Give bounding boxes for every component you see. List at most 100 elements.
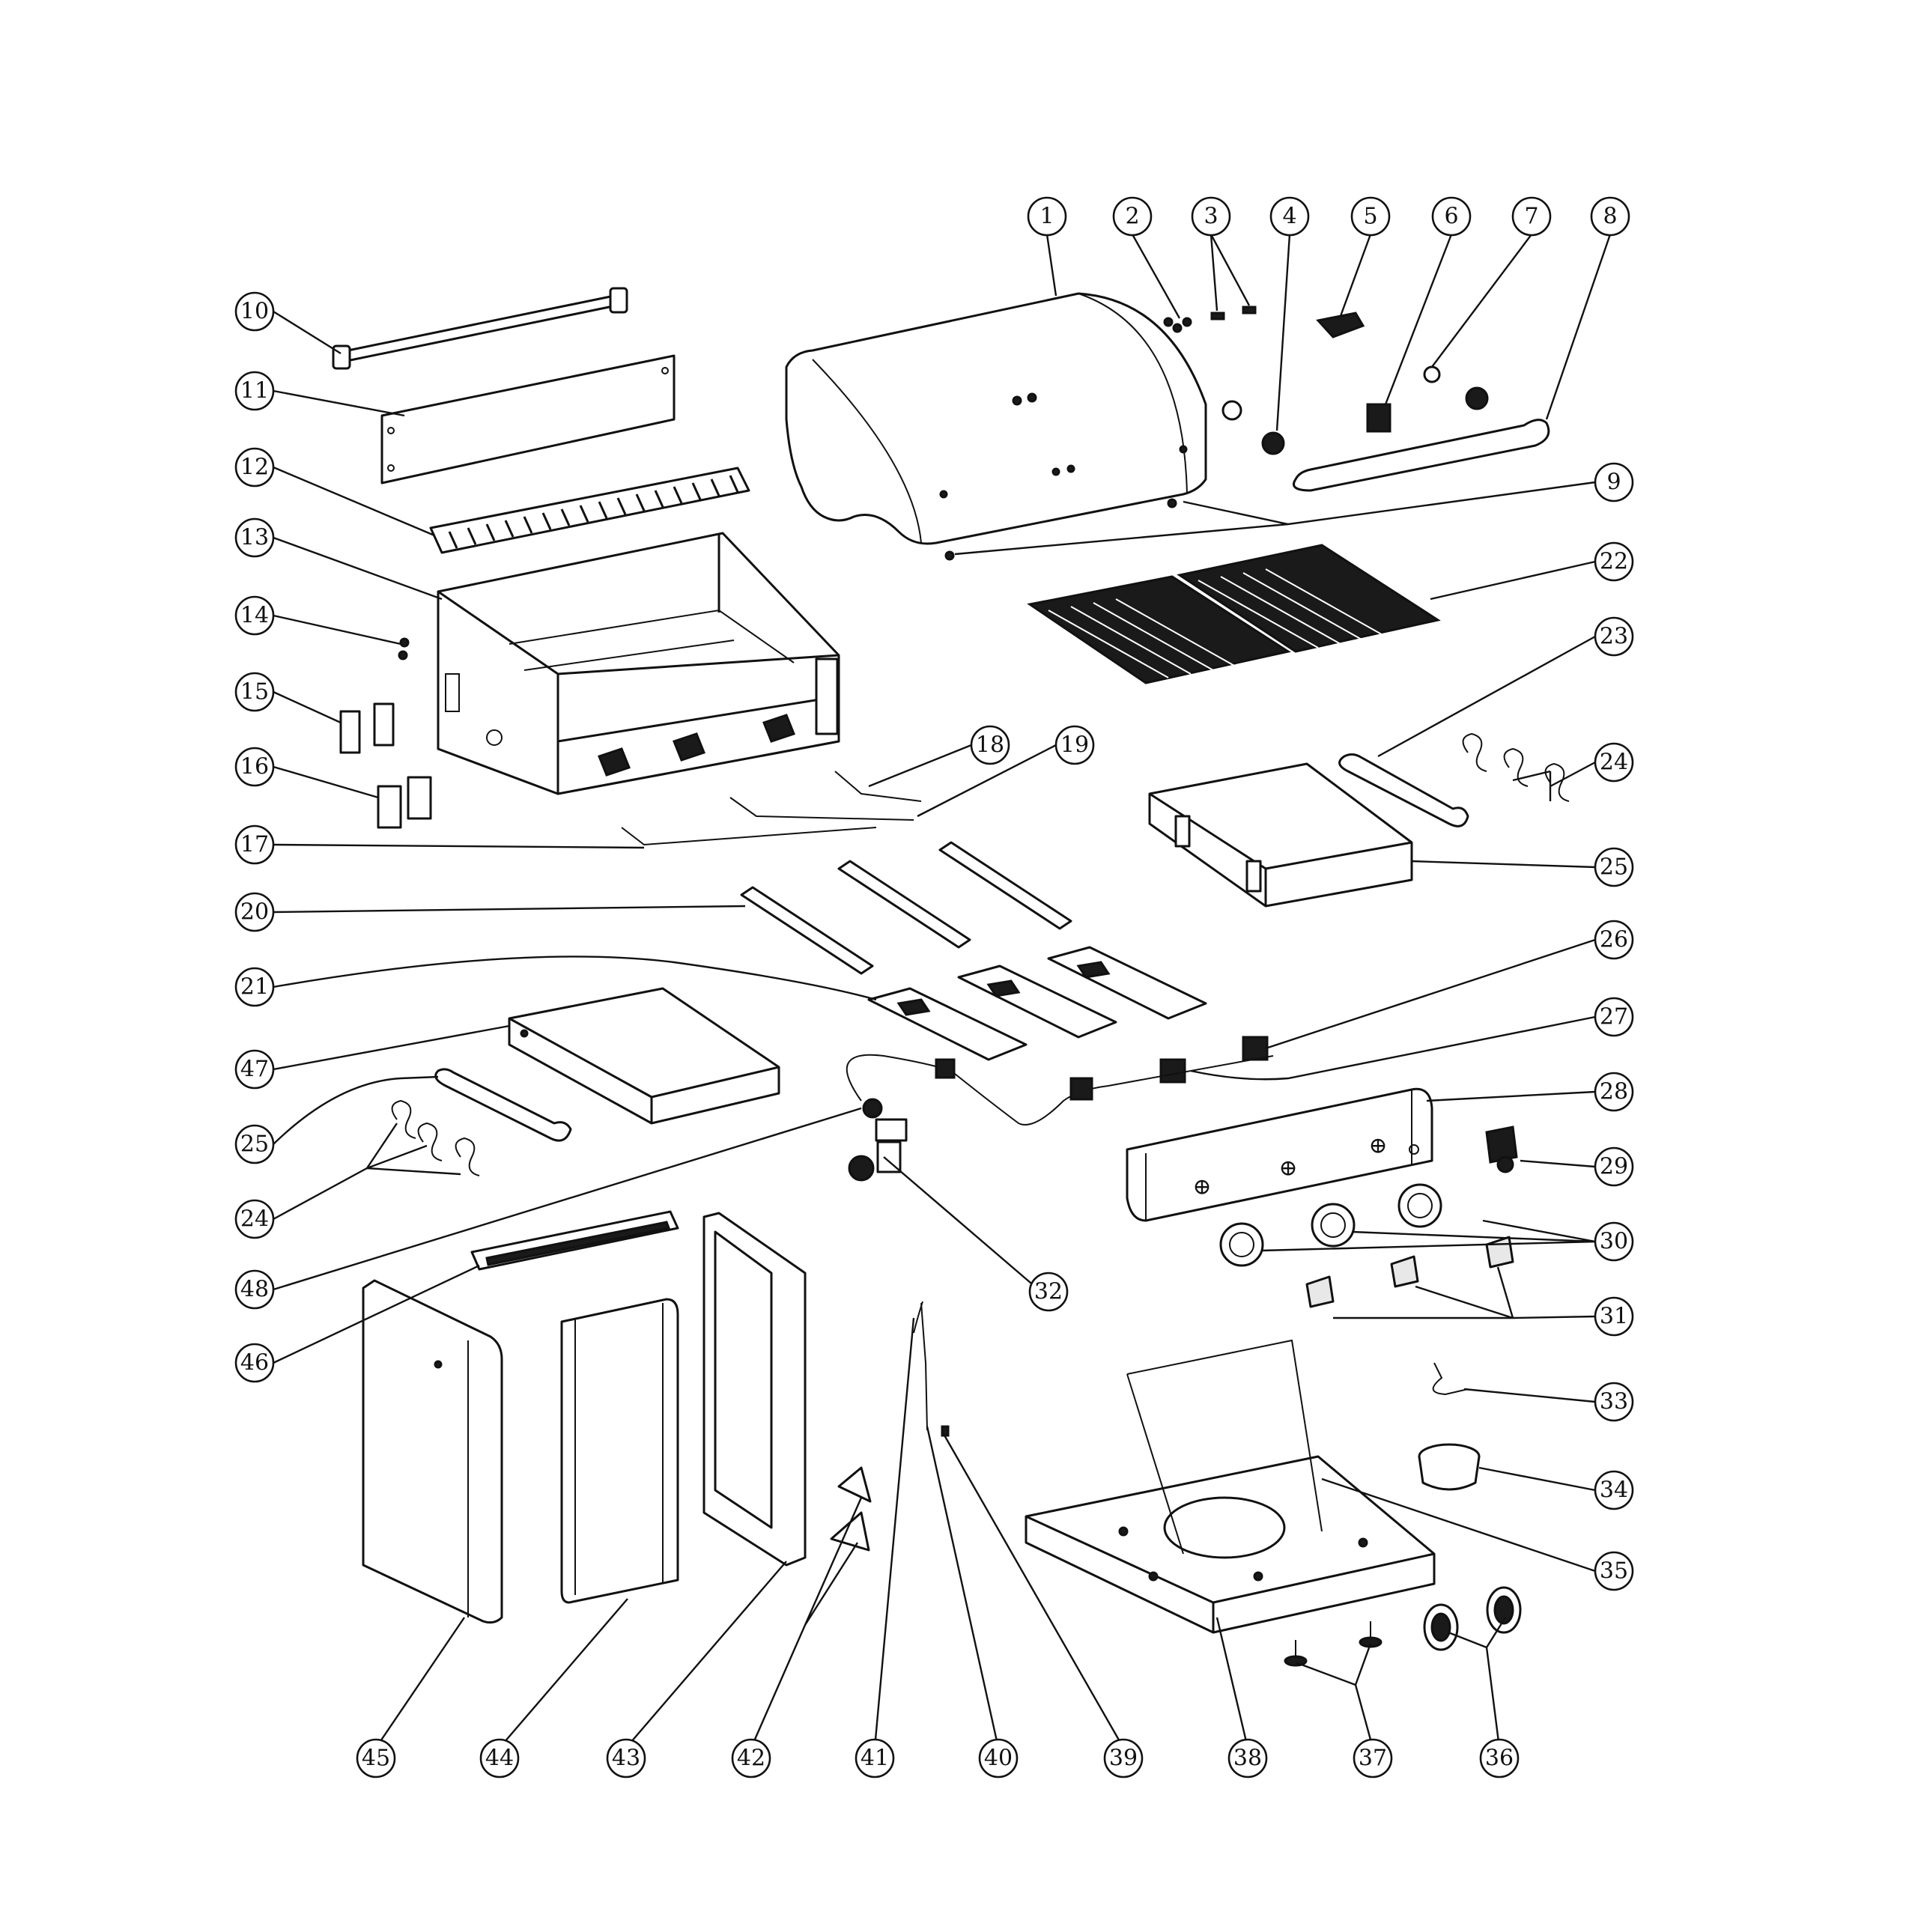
- part-8-lid-handle: [1293, 419, 1550, 492]
- callout-4: 4: [1269, 196, 1310, 237]
- svg-text:42: 42: [737, 1746, 765, 1772]
- svg-text:9: 9: [1606, 470, 1621, 496]
- part-19-crossover-tube: [729, 797, 914, 821]
- part-5-thermometer: [1316, 312, 1365, 338]
- part-40-wire: [920, 1302, 928, 1431]
- svg-text:48: 48: [240, 1277, 269, 1303]
- part-21-flame-tamers: [867, 946, 1207, 1061]
- svg-text:12: 12: [240, 455, 269, 481]
- svg-text:⊕: ⊕: [1192, 1174, 1211, 1200]
- part-10-handle-bar: [332, 287, 628, 370]
- callout-21: 21: [234, 967, 275, 1007]
- svg-text:16: 16: [240, 754, 269, 780]
- svg-text:24: 24: [240, 1206, 269, 1233]
- part-44-cart-door: [560, 1298, 679, 1604]
- part-27-valve: [1159, 1058, 1186, 1084]
- svg-text:32: 32: [1034, 1279, 1063, 1305]
- svg-text:18: 18: [976, 732, 1004, 759]
- part-48-manifold: [846, 1054, 1274, 1142]
- callout-43: 43: [606, 1738, 646, 1778]
- svg-text:⊕: ⊕: [1368, 1133, 1387, 1159]
- callout-48: 48: [234, 1269, 275, 1310]
- svg-text:22: 22: [1600, 549, 1628, 575]
- callout-11: 11: [234, 371, 275, 411]
- callout-26: 26: [1594, 920, 1634, 960]
- leader-lines: [273, 234, 1612, 1749]
- svg-text:25: 25: [1600, 854, 1628, 881]
- callout-10: 10: [234, 291, 275, 332]
- callout-31: 31: [1594, 1296, 1634, 1337]
- part-11-back-panel: [380, 354, 676, 484]
- svg-text:8: 8: [1603, 204, 1617, 230]
- svg-text:34: 34: [1600, 1477, 1628, 1504]
- callout-14: 14: [234, 595, 275, 636]
- svg-text:13: 13: [240, 525, 269, 551]
- part-23-side-handle: [1338, 753, 1469, 827]
- svg-text:11: 11: [240, 378, 269, 404]
- callout-22: 22: [1594, 541, 1634, 582]
- svg-text:43: 43: [612, 1746, 640, 1772]
- callout-38: 38: [1227, 1738, 1268, 1778]
- part-45-cart-back-panel: [362, 1279, 503, 1624]
- svg-text:6: 6: [1444, 204, 1458, 230]
- svg-text:47: 47: [240, 1057, 269, 1083]
- part-42-triangle-brackets: [830, 1466, 872, 1552]
- callout-44: 44: [479, 1738, 520, 1778]
- svg-text:14: 14: [240, 603, 269, 629]
- callout-6: 6: [1431, 196, 1472, 237]
- svg-text:19: 19: [1060, 732, 1089, 759]
- svg-text:38: 38: [1233, 1746, 1262, 1772]
- callout-25-left: 25: [234, 1124, 275, 1164]
- callout-40: 40: [978, 1738, 1019, 1778]
- part-41-wire: [913, 1301, 923, 1334]
- part-38-base-pan: [1025, 1455, 1436, 1634]
- part-36-casters: [1423, 1586, 1522, 1651]
- callout-25-right: 25: [1594, 847, 1634, 887]
- callout-7: 7: [1511, 196, 1552, 237]
- callout-24-left: 24: [234, 1199, 275, 1239]
- part-43-cart-side-frame: [702, 1212, 807, 1567]
- part-13-firebox: [437, 532, 840, 795]
- part-6-badge: [1366, 403, 1391, 433]
- part-22-cooking-grates: [1027, 544, 1441, 684]
- part-3-bolts: [1210, 306, 1257, 321]
- callout-42: 42: [731, 1738, 771, 1778]
- svg-text:2: 2: [1125, 204, 1139, 230]
- callout-5: 5: [1350, 196, 1391, 237]
- callout-16: 16: [234, 747, 275, 787]
- svg-text:36: 36: [1485, 1746, 1514, 1772]
- svg-text:4: 4: [1282, 204, 1296, 230]
- callout-2: 2: [1112, 196, 1153, 237]
- svg-text:27: 27: [1600, 1004, 1628, 1030]
- part-18-crossover-tube: [834, 771, 922, 802]
- svg-text:20: 20: [240, 899, 269, 926]
- svg-text:5: 5: [1363, 204, 1377, 230]
- svg-text:44: 44: [485, 1746, 514, 1772]
- svg-text:30: 30: [1600, 1229, 1628, 1255]
- callout-12: 12: [234, 447, 275, 487]
- part-33-tank-hanger: [1432, 1362, 1469, 1396]
- svg-text:33: 33: [1600, 1389, 1628, 1415]
- part-32-regulator: [848, 1140, 902, 1182]
- part-25-side-handle-left: [434, 1068, 572, 1142]
- svg-text:21: 21: [240, 974, 269, 1000]
- part-37-leveling-feet: [1284, 1621, 1383, 1667]
- part-24-s-hooks-left: [391, 1099, 480, 1176]
- svg-text:46: 46: [240, 1350, 269, 1376]
- part-1-lid: [785, 292, 1207, 545]
- callout-34: 34: [1594, 1470, 1634, 1510]
- callout-36: 36: [1479, 1738, 1520, 1778]
- svg-text:29: 29: [1600, 1154, 1628, 1180]
- callout-32: 32: [1028, 1272, 1069, 1312]
- part-2-screws: [1163, 317, 1192, 333]
- svg-text:28: 28: [1600, 1079, 1628, 1105]
- part-9-screws: [944, 498, 1177, 561]
- svg-text:15: 15: [240, 679, 269, 705]
- part-26-valve: [1242, 1036, 1269, 1061]
- callout-35: 35: [1594, 1551, 1634, 1591]
- callout-18: 18: [970, 725, 1010, 765]
- svg-text:41: 41: [861, 1746, 889, 1772]
- callout-bubbles: 1 2 3 4 5 6 7 8 9 10 11 12 13 14 15 16 1…: [234, 196, 1634, 1778]
- callout-45: 45: [356, 1738, 396, 1778]
